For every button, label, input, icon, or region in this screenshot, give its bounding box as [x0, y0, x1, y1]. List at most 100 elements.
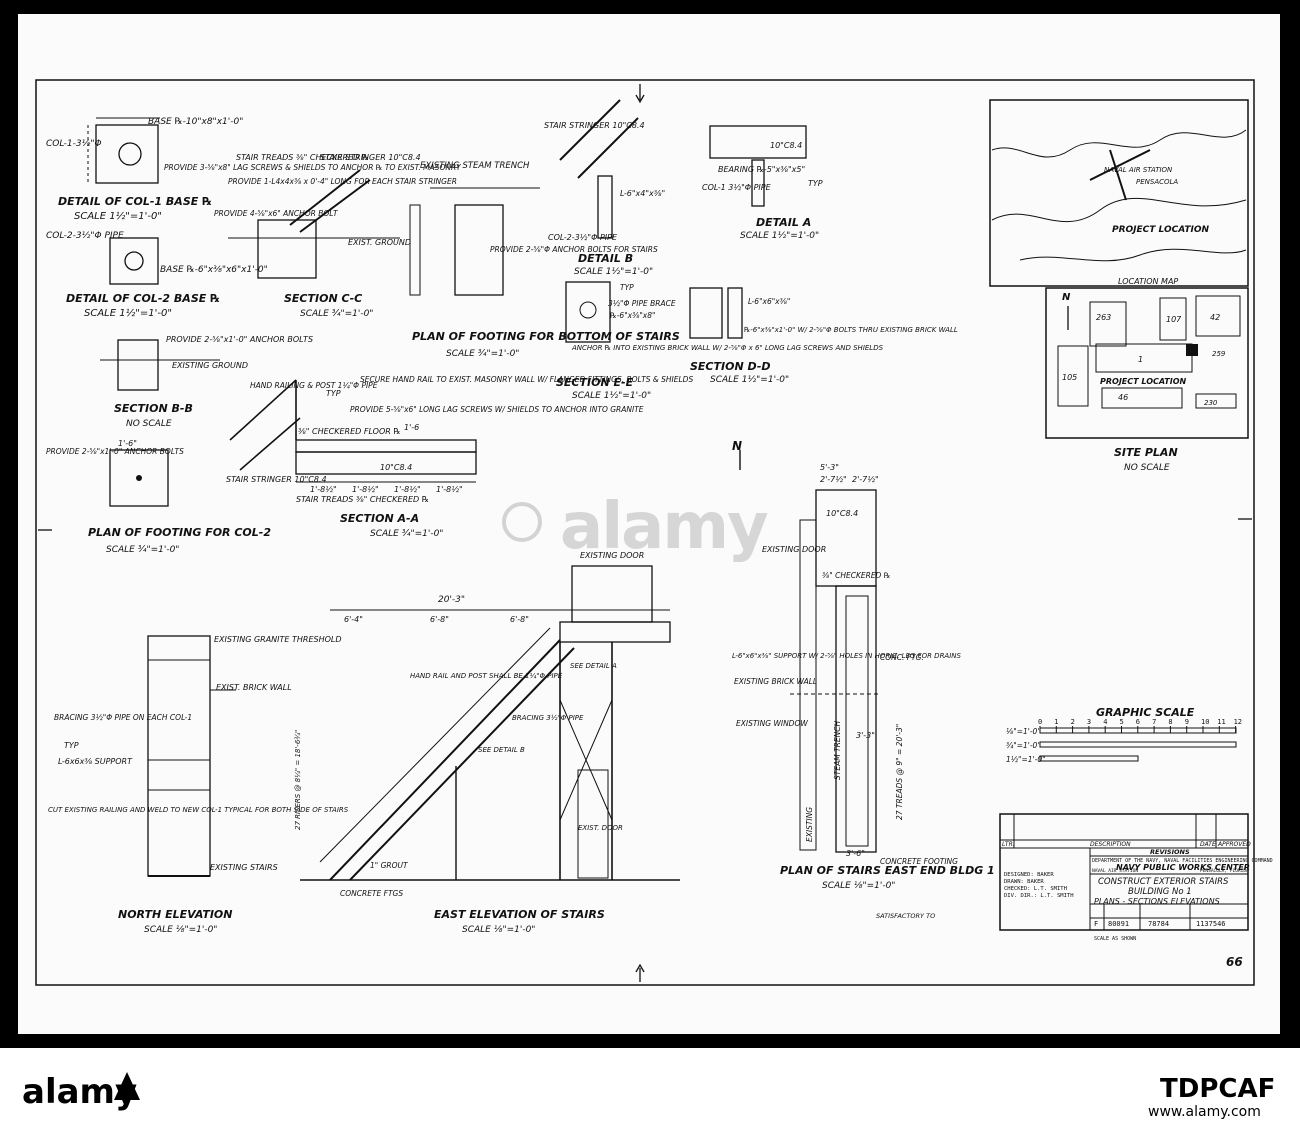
site-bldg-105: 105 — [1062, 373, 1077, 382]
ee-bracing: BRACING 3½"Φ PIPE — [512, 714, 584, 722]
col1-lag-note: PROVIDE 3-⅝"x8" LAG SCREWS & SHIELDS TO … — [164, 163, 462, 172]
site-bldg-46: 46 — [1118, 393, 1128, 402]
aa-lag: PROVIDE 5-⅝"x6" LONG LAG SCREWS W/ SHIEL… — [350, 405, 644, 414]
cc-treads: STAIR TREADS ⅜" CHECKERED ℞ — [236, 153, 369, 162]
tb-navfac: 1137546 — [1196, 920, 1226, 928]
tb-contr: 78784 — [1148, 920, 1169, 928]
site-bldg-259: 259 — [1212, 350, 1226, 358]
section-bb: PROVIDE 2-⅝"x1'-0" ANCHOR BOLTS EXISTING… — [100, 335, 313, 429]
pf2-dim: 1'-6" — [118, 439, 137, 448]
da-typ: TYP — [808, 179, 823, 188]
ps-scale: SCALE ⅛"=1'-0" — [822, 881, 895, 891]
gs-tick-label: 12 — [1234, 718, 1242, 726]
db-scale: SCALE 1½"=1'-0" — [574, 267, 653, 277]
col2-scale: SCALE 1½"=1'-0" — [84, 307, 172, 319]
da-channel: 10"C8.4 — [770, 141, 802, 150]
col2-base-note: BASE ℞-6"x⅜"x6"x1'-0" — [160, 265, 268, 275]
location-map: NAVAL AIR STATION PENSACOLA PROJECT LOCA… — [989, 99, 1249, 287]
dd-title: SECTION D-D — [690, 360, 771, 373]
site-bldg-1: 1 — [1138, 355, 1143, 364]
site-bldg-107: 107 — [1166, 315, 1182, 324]
ne-stairs: EXISTING STAIRS — [210, 863, 278, 872]
cc-title: SECTION C-C — [284, 292, 362, 305]
gs-title: GRAPHIC SCALE — [1096, 706, 1195, 719]
plan-of-stairs: 5'-3" 2'-7½" 2'-7½" 3'-3" 3'-6" 10"C8.4 … — [732, 463, 995, 891]
ee-anchor: ANCHOR ℞ INTO EXISTING BRICK WALL W/ 2-⅝… — [571, 344, 884, 352]
cc-stringer: STAIR STRINGER 10"C8.4 — [320, 153, 421, 162]
north-label: N — [732, 439, 742, 453]
pfs-title: PLAN OF FOOTING FOR BOTTOM OF STAIRS — [412, 330, 680, 343]
plan-footing-stairs: EXISTING STEAM TRENCH PROVIDE 2-⅝"Φ ANCH… — [409, 161, 680, 359]
gs-tick-label: 6 — [1136, 718, 1140, 726]
section-dd: L-6"x6"x⅜" ℞-6"x⅜"x1'-0" W/ 2-⅝"Φ BOLTS … — [689, 287, 958, 385]
ne-wall: EXIST. BRICK WALL — [216, 683, 292, 692]
aa-dim-1: 1'-8½" — [310, 485, 337, 494]
alamy-logo-icon — [114, 1072, 140, 1100]
ee-dim-2: 6'-8" — [430, 615, 449, 624]
ee-typ: TYP — [620, 283, 634, 292]
bb-ground: EXISTING GROUND — [172, 361, 248, 370]
dd-plate: ℞-6"x⅜"x1'-0" W/ 2-⅝"Φ BOLTS THRU EXISTI… — [744, 326, 958, 334]
ee-plate: ℞-6"x⅜"x8" — [610, 311, 655, 320]
ps-trench: STEAM TRENCH — [833, 721, 842, 780]
ee-handrail: HAND RAIL AND POST SHALL BE 1¼"Φ PIPE — [410, 672, 563, 680]
gs-tick-label: 7 — [1152, 718, 1156, 726]
plan-footing-col2: 1'-6" PROVIDE 2-⅝"x1'-0" ANCHOR BOLTS PL… — [46, 439, 271, 555]
aa-treads: STAIR TREADS ⅜" CHECKERED ℞ — [296, 495, 429, 504]
ee-title: SECTION E-E — [556, 376, 634, 389]
ee-dim-total: 20'-3" — [438, 595, 465, 605]
map-pensacola: PENSACOLA — [1136, 178, 1178, 186]
ee-brace: 3½"Φ PIPE BRACE — [608, 299, 676, 308]
site-bldg-230: 230 — [1204, 399, 1218, 407]
ps-conc-ftg: CONC. FTG. — [880, 653, 924, 662]
col1-base-note: BASE ℞-10"x8"x1'-0" — [148, 117, 243, 127]
detail-b: STAIR STRINGER 10"C8.4 L-6"x4"x⅜" COL-2-… — [544, 99, 665, 277]
pf2-title: PLAN OF FOOTING FOR COL-2 — [88, 526, 271, 539]
map-nas: NAVAL AIR STATION — [1104, 166, 1173, 174]
col2-title: DETAIL OF COL-2 BASE ℞ — [66, 292, 220, 305]
ee-door: EXISTING DOOR — [580, 551, 644, 560]
ps-support: L-6"x6"x⅜" SUPPORT W/ 2-⅝" HOLES IN HORI… — [732, 652, 962, 660]
aa-floor: ⅜" CHECKERED FLOOR ℞ — [298, 427, 401, 436]
ne-bracing: BRACING 3½"Φ PIPE ON EACH COL-1 — [54, 713, 192, 722]
ps-dim-4: 3'-6" — [846, 849, 865, 858]
gs-tick-label: 11 — [1217, 718, 1225, 726]
east-elevation: 20'-3" 6'-4" 6'-8" 6'-8" EXISTING DOOR H… — [294, 551, 680, 935]
engineering-drawing: COL-1-3½"Φ BASE ℞-10"x8"x1'-0" PROVIDE 3… — [35, 79, 1273, 986]
ps-dim-0: 5'-3" — [820, 463, 839, 472]
pfs-scale: SCALE ¾"=1'-0" — [446, 349, 519, 359]
gs-row-1: ¾"=1'-0" — [1006, 741, 1041, 750]
pfs-bolts: PROVIDE 2-⅝"Φ ANCHOR BOLTS FOR STAIRS — [490, 245, 658, 254]
ee-title: EAST ELEVATION OF STAIRS — [434, 908, 605, 921]
db-col: COL-2-3½"Φ PIPE — [548, 233, 618, 242]
pf2-bolts: PROVIDE 2-⅝"x1'-0" ANCHOR BOLTS — [46, 447, 184, 456]
db-angle: L-6"x4"x⅜" — [620, 189, 665, 198]
gs-tick-label: 9 — [1185, 718, 1189, 726]
site-title: SITE PLAN — [1114, 446, 1178, 459]
tb-approved: APPROVED — [1217, 841, 1251, 848]
aa-title: SECTION A-A — [340, 512, 419, 525]
tb-project-2: BUILDING No 1 — [1128, 887, 1192, 897]
ee-grout: 1" GROUT — [370, 861, 409, 870]
section-cc: STAIR TREADS ⅜" CHECKERED ℞ STAIR STRING… — [214, 153, 457, 319]
tb-station: NAVAL AIR STATION — [1092, 868, 1138, 874]
aa-dim-3: 1'-8½" — [394, 485, 421, 494]
ps-concrete: CONCRETE FOOTING — [880, 857, 958, 866]
ne-typ: TYP — [64, 741, 79, 750]
alamy-watermark-icon — [502, 502, 542, 542]
ne-title: NORTH ELEVATION — [118, 908, 233, 921]
ps-dim-3: 3'-3" — [856, 731, 875, 740]
tb-size: F — [1094, 920, 1098, 928]
aa-typ: TYP — [326, 389, 341, 398]
tb-city: PENSACOLA, FLORIDA — [1200, 868, 1249, 874]
site-scale: NO SCALE — [1124, 463, 1170, 473]
tb-sheet: 66 — [1226, 955, 1243, 969]
tb-checked: CHECKED: L.T. SMITH — [1004, 886, 1067, 892]
aa-stringer: STAIR STRINGER 10"C8.4 — [226, 475, 327, 484]
da-scale: SCALE 1½"=1'-0" — [740, 231, 819, 241]
gs-row-2: 1½"=1'-0" — [1006, 755, 1046, 764]
tb-project-3: PLANS - SECTIONS ELEVATIONS — [1094, 897, 1220, 906]
center-mark-top — [635, 84, 645, 104]
dd-scale: SCALE 1½"=1'-0" — [710, 375, 789, 385]
footer-url[interactable]: www.alamy.com — [1148, 1104, 1261, 1120]
